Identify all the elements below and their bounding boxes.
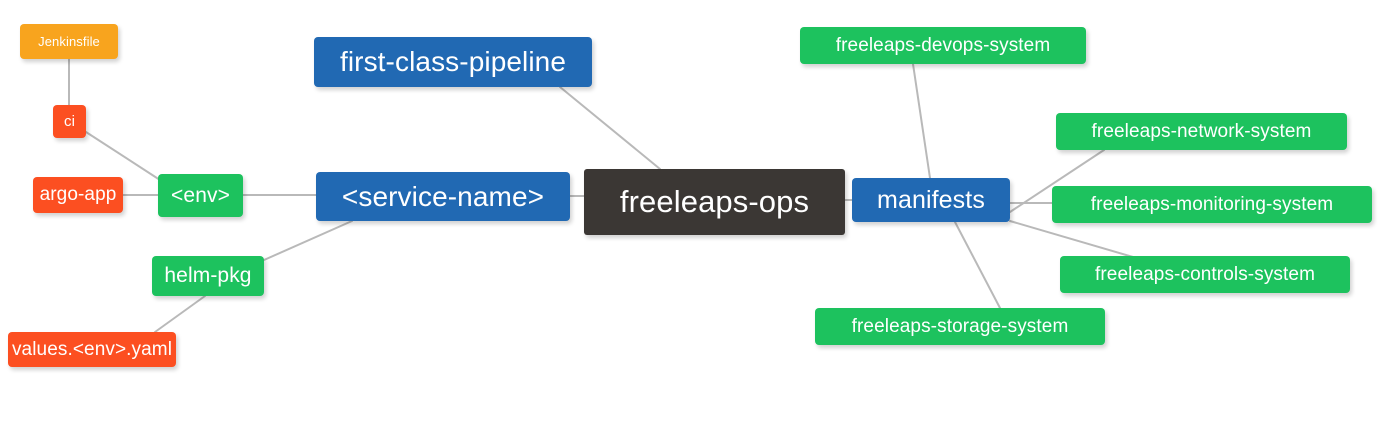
edge-values-yaml-to-helm-pkg bbox=[154, 295, 206, 333]
node-jenkinsfile[interactable]: Jenkinsfile bbox=[20, 24, 118, 59]
node-manifests[interactable]: manifests bbox=[852, 178, 1010, 222]
node-service-name[interactable]: <service-name> bbox=[316, 172, 570, 221]
edge-manifests-to-devops-system bbox=[912, 63, 931, 179]
edge-helm-pkg-to-service-name bbox=[263, 220, 353, 261]
edge-first-class-pipeline-to-freeleaps-ops bbox=[559, 86, 661, 170]
node-network-system[interactable]: freeleaps-network-system bbox=[1056, 113, 1347, 150]
node-env[interactable]: <env> bbox=[158, 174, 243, 217]
edge-ci-to-env bbox=[85, 131, 161, 181]
node-controls-system[interactable]: freeleaps-controls-system bbox=[1060, 256, 1350, 293]
node-devops-system[interactable]: freeleaps-devops-system bbox=[800, 27, 1086, 64]
edge-manifests-to-controls-system bbox=[1009, 220, 1134, 258]
node-ci[interactable]: ci bbox=[53, 105, 86, 138]
node-freeleaps-ops[interactable]: freeleaps-ops bbox=[584, 169, 845, 235]
node-argo-app[interactable]: argo-app bbox=[33, 177, 123, 213]
node-monitoring-system[interactable]: freeleaps-monitoring-system bbox=[1052, 186, 1372, 223]
node-values-yaml[interactable]: values.<env>.yaml bbox=[8, 332, 176, 367]
node-first-class-pipeline[interactable]: first-class-pipeline bbox=[314, 37, 592, 87]
node-storage-system[interactable]: freeleaps-storage-system bbox=[815, 308, 1105, 345]
node-helm-pkg[interactable]: helm-pkg bbox=[152, 256, 264, 296]
edge-manifests-to-storage-system bbox=[954, 221, 1001, 309]
